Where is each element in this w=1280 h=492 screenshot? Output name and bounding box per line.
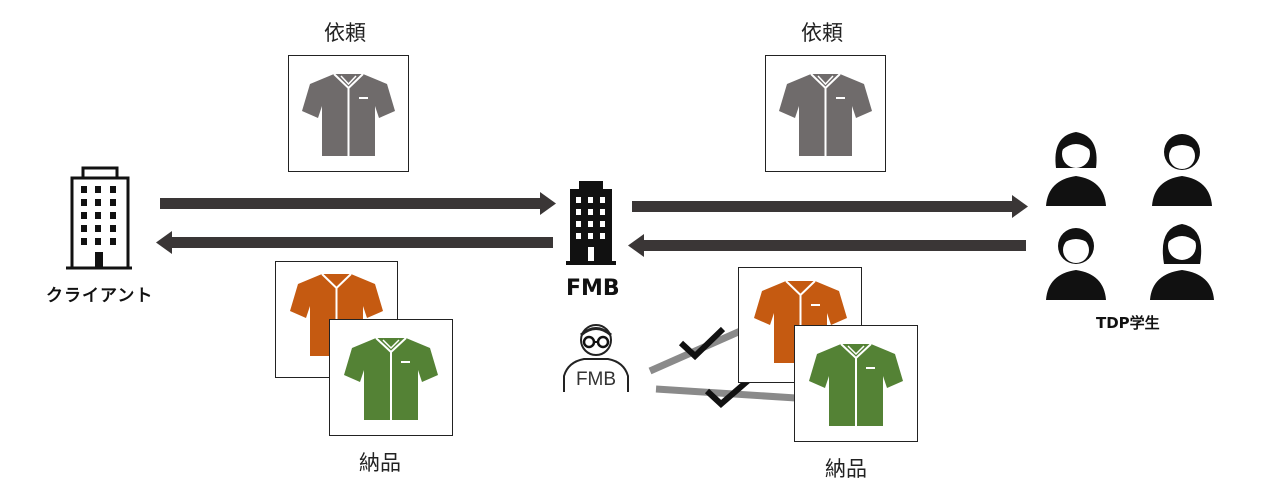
person-female-icon (1046, 132, 1106, 206)
shirt-icon (809, 343, 903, 426)
arrow-fmb-to-students (632, 195, 1028, 218)
shirt-icon (302, 73, 395, 156)
arrow-fmb-to-client (156, 231, 553, 254)
tdp-label: TDP学生 (1096, 314, 1160, 332)
shirt-icon (344, 337, 438, 420)
people-group-icon (1046, 132, 1214, 300)
person-female-icon (1150, 224, 1214, 300)
delivery-shirt-card-green-left (329, 319, 453, 436)
arrow-students-to-fmb (628, 234, 1026, 257)
delivery-label-right: 納品 (825, 457, 867, 481)
delivery-shirt-card-green-right (794, 325, 918, 442)
fmb-person-label: FMB (575, 369, 617, 390)
office-building-icon (566, 181, 616, 265)
shirt-icon (779, 73, 872, 156)
request-shirt-card-right (765, 55, 886, 172)
checkmark-icon (704, 375, 753, 409)
person-male-icon (1152, 134, 1212, 206)
arrow-client-to-fmb (160, 192, 556, 215)
office-building-icon (66, 166, 132, 270)
delivery-label-left: 納品 (359, 451, 401, 475)
person-with-glasses-icon (563, 324, 629, 392)
fmb-label: FMB (566, 276, 620, 301)
client-label: クライアント (46, 286, 154, 306)
request-label-right: 依頼 (801, 21, 843, 45)
request-label-left: 依頼 (324, 21, 366, 45)
request-shirt-card-left (288, 55, 409, 172)
checkmark-icon (678, 326, 726, 361)
person-male-icon (1046, 228, 1106, 300)
